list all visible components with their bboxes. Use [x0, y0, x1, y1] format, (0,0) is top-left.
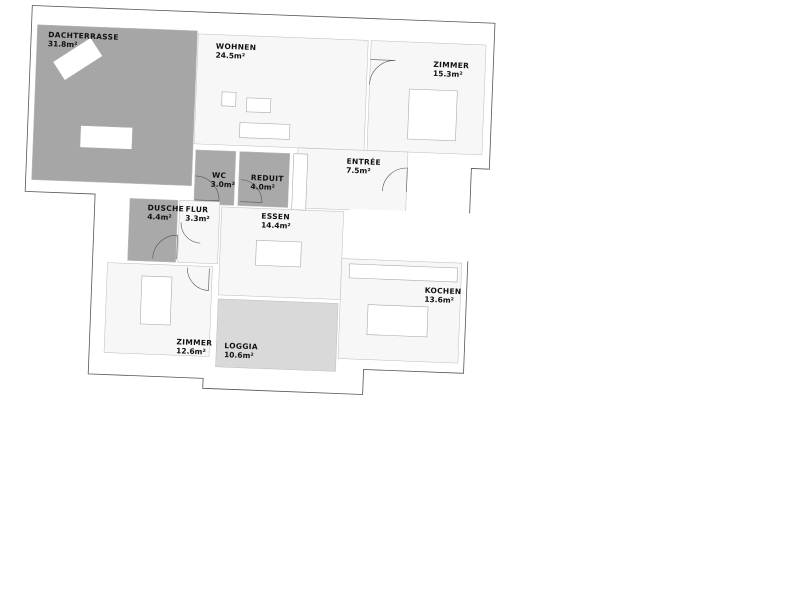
room-area: 15.3m² — [433, 69, 463, 79]
room-area: 13.6m² — [424, 295, 454, 305]
kitchen-counter — [348, 263, 458, 283]
room-loggia — [215, 298, 339, 372]
room-area: 3.3m² — [185, 214, 210, 224]
room-area: 14.4m² — [261, 220, 291, 230]
room-flur — [177, 200, 221, 265]
door-zimmer-1 — [369, 59, 396, 85]
room-wohnen — [193, 33, 369, 151]
door-dusche — [152, 234, 178, 260]
room-area: 4.0m² — [250, 182, 275, 192]
room-dachterrasse — [31, 24, 198, 187]
exterior-cutout — [347, 208, 490, 263]
room-label: REDUIT — [251, 173, 285, 183]
sun-lounger — [52, 37, 103, 81]
room-label: DUSCHE — [147, 203, 184, 213]
wardrobe — [291, 153, 309, 211]
sofa — [239, 122, 291, 140]
room-area: 12.6m² — [176, 346, 206, 356]
room-label: WOHNEN — [216, 42, 257, 53]
door-flur — [180, 222, 201, 244]
room-label: ZIMMER — [176, 337, 212, 347]
room-area: 24.5m² — [215, 51, 245, 61]
room-label: KOCHEN — [424, 286, 461, 296]
room-area: 3.0m² — [210, 179, 235, 189]
coffee-table — [246, 97, 272, 114]
room-area: 7.5m² — [346, 166, 371, 176]
room-label: WC — [212, 171, 227, 181]
door-zimmer-2 — [187, 267, 210, 291]
door-wc — [194, 175, 220, 202]
room-label: DACHTERRASSE — [48, 30, 119, 42]
bed-2 — [139, 275, 173, 326]
door-entree — [382, 167, 408, 193]
room-area: 4.4m² — [147, 212, 172, 222]
dining-table — [255, 239, 302, 268]
room-area: 10.6m² — [224, 350, 254, 360]
room-label: ZIMMER — [433, 60, 469, 70]
room-label: FLUR — [185, 205, 208, 215]
room-dusche — [127, 198, 179, 263]
kitchen-island — [366, 304, 429, 338]
room-area: 31.8m² — [48, 39, 78, 49]
room-label: ENTRÉE — [346, 157, 381, 167]
room-label: ESSEN — [261, 211, 290, 221]
bed — [407, 88, 458, 142]
door-reduit — [239, 179, 263, 203]
armchair — [221, 91, 237, 107]
room-reduit — [237, 151, 291, 208]
room-label: LOGGIA — [224, 341, 258, 351]
terrace-table — [79, 125, 134, 150]
